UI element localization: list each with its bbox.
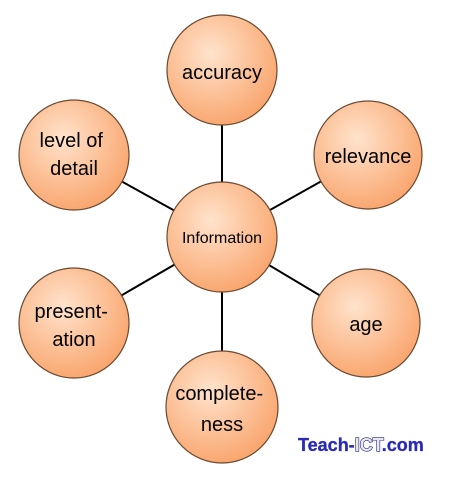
svg-text:Teach-ICT.com: Teach-ICT.com (298, 435, 424, 455)
node-level-of-detail-line-2: detail (50, 158, 98, 180)
svg-text:age: age (349, 314, 382, 336)
svg-text:Information: Information (182, 230, 262, 247)
node-relevance-line-1: relevance (325, 146, 412, 168)
node-presentation-line-2: ation (52, 329, 95, 351)
teach-ict-watermark: Teach-ICT.com (298, 434, 424, 455)
node-relevance: relevance (313, 100, 423, 210)
node-completeness: complete- ness (165, 350, 279, 464)
svg-text:relevance: relevance (325, 146, 412, 168)
svg-text:accuracy: accuracy (182, 62, 262, 84)
node-level-of-detail: level of detail (18, 99, 130, 211)
node-presentation: present- ation (18, 267, 130, 379)
node-age-line-1: age (349, 314, 382, 336)
node-completeness-line-1: complete- (175, 383, 263, 405)
center-node: Information (166, 181, 278, 293)
watermark-highlight: ICT (355, 435, 384, 455)
node-age: age (311, 268, 421, 378)
node-accuracy-line-1: accuracy (182, 62, 262, 84)
svg-text:present- ation: present- ation (35, 301, 114, 351)
watermark-prefix: Teach- (298, 435, 355, 455)
node-accuracy: accuracy (166, 14, 278, 126)
watermark-suffix: .com (382, 435, 424, 455)
svg-text:level of detail: level of detail (40, 130, 109, 180)
node-level-of-detail-line-1: level of (40, 130, 104, 152)
svg-text:complete- ness: complete- ness (175, 383, 268, 436)
node-presentation-line-1: present- (35, 301, 108, 323)
center-node-label: Information (182, 230, 262, 247)
node-completeness-line-2: ness (201, 414, 243, 436)
